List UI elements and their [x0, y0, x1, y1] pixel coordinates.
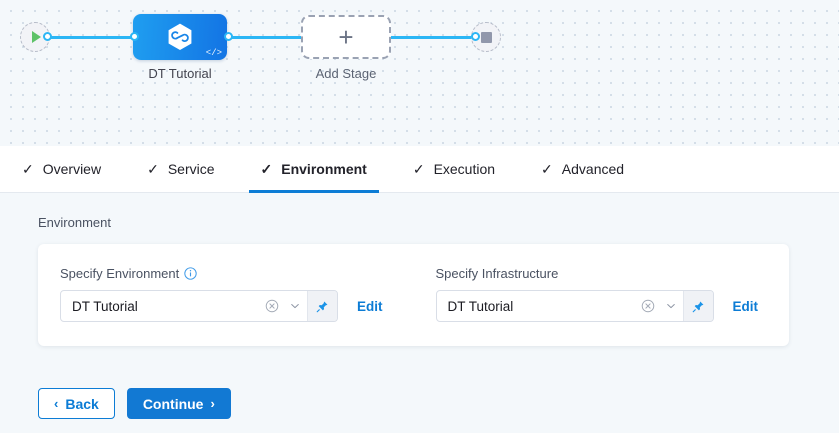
- stage-tabbar: ✓ Overview ✓ Service ✓ Environment ✓ Exe…: [0, 146, 839, 193]
- add-stage-button[interactable]: +: [301, 15, 391, 59]
- environment-pin-button[interactable]: [307, 291, 337, 321]
- check-icon: ✓: [541, 161, 553, 177]
- specify-infrastructure-group: Specify Infrastructure DT Tutorial: [435, 266, 790, 322]
- clear-circle-icon[interactable]: [637, 299, 659, 313]
- tab-advanced-label: Advanced: [561, 161, 625, 177]
- stage-node-dt-tutorial[interactable]: </>: [133, 14, 227, 60]
- tab-overview[interactable]: ✓ Overview: [20, 146, 103, 193]
- environment-edit-link[interactable]: Edit: [357, 298, 383, 314]
- add-stage-label: Add Stage: [315, 66, 377, 81]
- specify-environment-row: DT Tutorial: [60, 290, 414, 322]
- info-icon[interactable]: [184, 267, 197, 280]
- pipeline-canvas[interactable]: </> DT Tutorial + Add Stage: [0, 0, 839, 146]
- specify-environment-label: Specify Environment: [60, 266, 180, 281]
- check-icon: ✓: [22, 161, 34, 177]
- stage-node-input-port[interactable]: [130, 32, 139, 41]
- edge-start-to-stage: [44, 36, 134, 39]
- check-icon: ✓: [412, 161, 425, 177]
- tab-execution[interactable]: ✓ Execution: [411, 146, 497, 193]
- specify-infrastructure-label: Specify Infrastructure: [435, 266, 559, 281]
- infrastructure-select[interactable]: DT Tutorial: [435, 290, 714, 322]
- continue-button-label: Continue: [142, 395, 204, 412]
- start-node-port[interactable]: [43, 32, 52, 41]
- tab-environment-label: Environment: [281, 161, 367, 177]
- environment-panel: Environment Specify Environment: [0, 193, 839, 433]
- specify-infrastructure-row: DT Tutorial: [435, 290, 790, 322]
- tab-environment[interactable]: ✓ Environment: [248, 146, 380, 193]
- wizard-footer: ‹ Back Continue ›: [38, 388, 231, 419]
- stage-node-label: DT Tutorial: [148, 66, 212, 81]
- environment-card: Specify Environment DT Tutorial: [38, 244, 789, 346]
- tab-service[interactable]: ✓ Service: [145, 146, 216, 193]
- stop-icon: [480, 31, 492, 43]
- infrastructure-edit-link[interactable]: Edit: [732, 298, 759, 314]
- tab-service-label: Service: [167, 161, 215, 177]
- plus-icon: +: [338, 22, 354, 52]
- section-title: Environment: [38, 215, 111, 230]
- specify-environment-label-row: Specify Environment: [60, 266, 414, 281]
- environment-select-value: DT Tutorial: [72, 298, 138, 314]
- specify-infrastructure-label-row: Specify Infrastructure: [436, 266, 790, 281]
- edge-addstage-to-end: [390, 36, 476, 39]
- code-icon: </>: [205, 48, 222, 58]
- back-button[interactable]: ‹ Back: [38, 388, 115, 419]
- infrastructure-pin-button[interactable]: [682, 291, 713, 321]
- chevron-down-icon[interactable]: [283, 300, 307, 312]
- check-icon: ✓: [260, 161, 273, 177]
- continue-button[interactable]: Continue ›: [126, 388, 231, 419]
- chevron-down-icon[interactable]: [659, 300, 683, 312]
- play-icon: [32, 31, 41, 43]
- stage-node-output-port[interactable]: [224, 32, 233, 41]
- clear-circle-icon[interactable]: [261, 299, 283, 313]
- chevron-left-icon: ‹: [54, 396, 59, 411]
- end-node-port[interactable]: [471, 32, 480, 41]
- edge-stage-to-addstage: [228, 36, 302, 39]
- tab-overview-label: Overview: [42, 161, 102, 177]
- check-icon: ✓: [147, 161, 159, 177]
- back-button-label: Back: [65, 395, 99, 412]
- harness-hexagon-icon: [168, 23, 192, 51]
- chevron-right-icon: ›: [210, 396, 215, 411]
- tab-execution-label: Execution: [433, 161, 496, 177]
- specify-environment-group: Specify Environment DT Tutorial: [60, 266, 414, 322]
- infrastructure-select-value: DT Tutorial: [447, 298, 514, 314]
- environment-select[interactable]: DT Tutorial: [60, 290, 338, 322]
- tab-advanced[interactable]: ✓ Advanced: [539, 146, 626, 193]
